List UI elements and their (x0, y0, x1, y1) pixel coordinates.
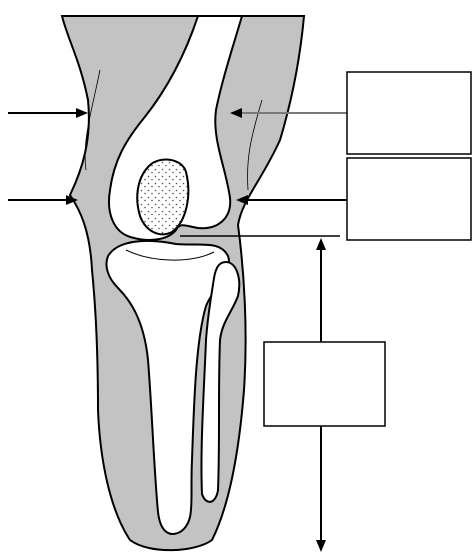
patella (137, 160, 188, 235)
label-box-measure (264, 342, 385, 426)
label-box-middle-right (347, 158, 471, 240)
label-box-upper-right (347, 72, 471, 154)
